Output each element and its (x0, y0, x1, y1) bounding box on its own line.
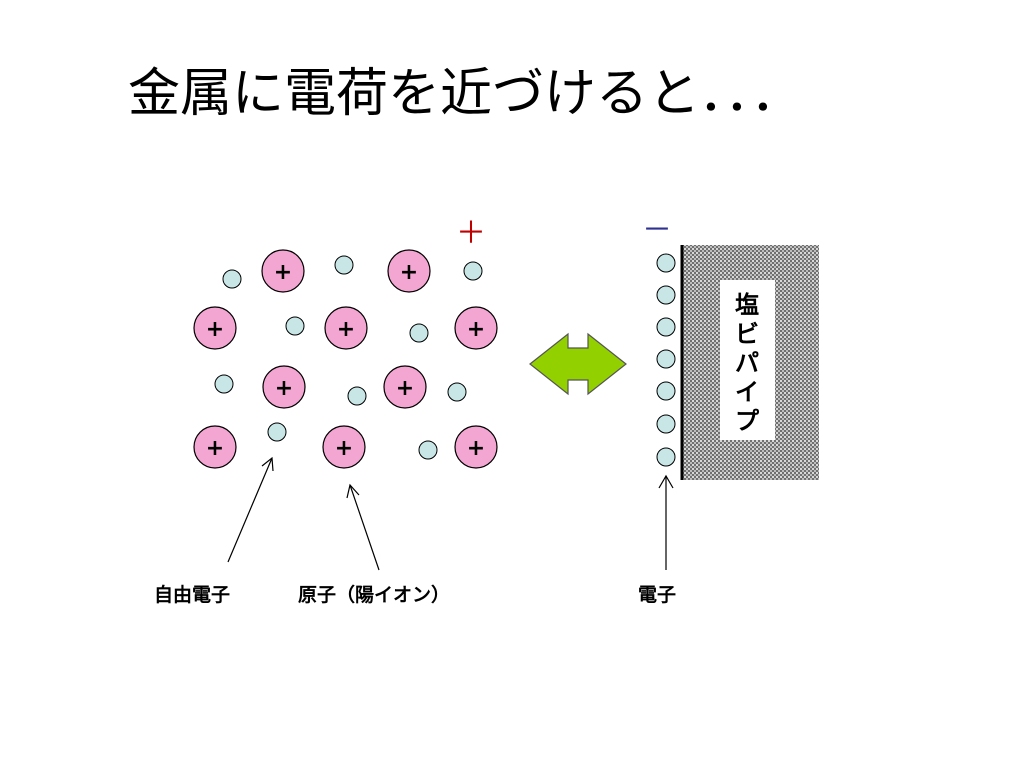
positive-ion: + (262, 365, 306, 409)
positive-ion: + (324, 306, 368, 350)
pipe-label-char: プ (735, 407, 760, 435)
surface-electron (656, 253, 676, 273)
double-arrow-icon (529, 332, 627, 396)
pvc-pipe-label-box (720, 280, 775, 440)
free-electron (285, 316, 305, 336)
pipe-label-char: ビ (735, 320, 759, 348)
atom-pointer (346, 483, 380, 571)
pipe-label-char: イ (735, 378, 759, 406)
positive-ion: + (193, 306, 237, 350)
pipe-label-char: パ (735, 349, 759, 377)
surface-electron (656, 285, 676, 305)
negative-charge-label: － (642, 213, 672, 248)
positive-ion: + (261, 249, 305, 293)
ion-plus-sign: + (396, 376, 414, 401)
free-electron (214, 374, 234, 394)
ion-plus-sign: + (337, 317, 355, 342)
free-electron (347, 386, 367, 406)
surface-electron (656, 414, 676, 434)
free-electron (463, 261, 483, 281)
electron-pointer (658, 474, 674, 570)
electron-caption: 電子 (638, 584, 676, 606)
positive-ion: + (383, 365, 427, 409)
ion-plus-sign: + (400, 260, 418, 285)
ion-plus-sign: + (467, 317, 485, 342)
free-electron (409, 323, 429, 343)
free-electron (222, 269, 242, 289)
captions: 自由電子 原子（陽イオン） 電子 (154, 583, 676, 606)
free-electron (447, 382, 467, 402)
positive-charge-label: ＋ (456, 216, 486, 251)
ion-plus-sign: + (206, 436, 224, 461)
positive-ion: + (454, 306, 498, 350)
positive-ion: + (387, 249, 431, 293)
free-electron (267, 422, 287, 442)
pipe-label-char: 塩 (735, 291, 759, 319)
free-electron (334, 255, 354, 275)
charge-labels: ＋ － (456, 213, 672, 251)
ion-plus-sign: + (467, 436, 485, 461)
ion-plus-sign: + (206, 317, 224, 342)
surface-electron (656, 447, 676, 467)
atom-caption: 原子（陽イオン） (298, 583, 450, 606)
surface-electron (656, 317, 676, 337)
surface-electron (656, 349, 676, 369)
positive-ion: + (322, 425, 366, 469)
free-electron-pointer (227, 456, 274, 563)
metal-surface-electrons (656, 253, 676, 467)
ion-plus-sign: + (274, 260, 292, 285)
metal-lattice: + + + + + + + (193, 249, 498, 469)
pointer-arrows (227, 456, 674, 571)
free-electron (418, 440, 438, 460)
ion-plus-sign: + (275, 376, 293, 401)
slide-title: 金属に電荷を近づけると．．． (128, 64, 803, 124)
pvc-pipe: 塩 ビ パ イ プ (680, 245, 819, 480)
positive-ion: + (454, 425, 498, 469)
surface-electron (656, 381, 676, 401)
positive-ion: + (193, 425, 237, 469)
positive-ions: + + + + + + + (193, 249, 498, 469)
free-electrons (214, 255, 483, 460)
free-electron-caption: 自由電子 (154, 583, 230, 606)
ion-plus-sign: + (335, 436, 353, 461)
